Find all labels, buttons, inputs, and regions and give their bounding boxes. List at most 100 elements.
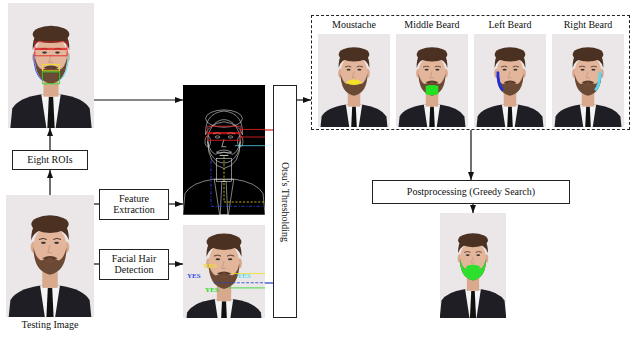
leader-line (229, 287, 265, 288)
nose (352, 72, 356, 78)
face-photo (318, 34, 390, 127)
brow (345, 66, 363, 68)
brow (423, 66, 441, 68)
suit (10, 95, 92, 128)
dashed-group: Moustache Middle Beard Left Beard Right Bea… (311, 15, 630, 130)
eye (55, 52, 60, 54)
image-caption: Middle Beard (396, 19, 468, 30)
flow-connector (49, 170, 50, 195)
moustache (216, 150, 231, 153)
flow-connector (297, 99, 311, 100)
roi-box (208, 126, 241, 133)
eye (347, 69, 351, 71)
hair (495, 48, 526, 68)
image-caption: Right Beard (552, 19, 624, 30)
process-box: Eight ROIs (12, 150, 88, 170)
brow (39, 238, 61, 239)
tie (47, 97, 55, 128)
moustache-mask (466, 265, 480, 270)
beard (34, 247, 67, 275)
roi-box (42, 64, 59, 70)
feature-map (183, 85, 265, 215)
flow-connector (49, 128, 50, 150)
photo-ground (8, 3, 94, 128)
detection-flag: YES (187, 273, 209, 281)
image-caption: Left Beard (474, 19, 546, 30)
beard (460, 259, 486, 281)
eye (42, 52, 47, 54)
leader-line (240, 129, 265, 137)
shirt (502, 105, 518, 127)
hair (339, 48, 370, 68)
beard-mask (460, 259, 486, 281)
hair (573, 48, 604, 68)
photo-ground (6, 195, 94, 317)
hair (206, 110, 243, 127)
eye (228, 136, 233, 138)
roi-box (208, 134, 241, 141)
moustache (42, 256, 57, 259)
suit (398, 105, 466, 127)
beard-mask (497, 72, 504, 92)
eye (503, 69, 507, 71)
flow-connector (169, 263, 183, 264)
roi-outline (42, 72, 59, 84)
nose (508, 72, 512, 78)
box-label: Feature Extraction (104, 193, 164, 216)
hair (417, 48, 448, 68)
eye (476, 254, 480, 256)
leader-line (214, 282, 265, 283)
suit (320, 105, 388, 127)
process-box: Feature Extraction (99, 189, 169, 220)
beard-mask (594, 72, 601, 92)
face-photo (396, 34, 468, 127)
process-box: Otsu's Thresholding (273, 85, 297, 318)
image-caption: Testing Image (6, 319, 94, 330)
shirt (465, 289, 481, 318)
tie (507, 107, 513, 127)
face-photo (6, 195, 94, 317)
mouth (46, 261, 55, 262)
flow-connector (472, 204, 473, 213)
detection-flag: YES (237, 273, 259, 281)
mouth (220, 276, 228, 277)
tie (220, 181, 228, 215)
detection-flag: YES (203, 263, 225, 271)
suit (554, 105, 622, 127)
face-photo (183, 225, 265, 318)
nose (222, 261, 226, 268)
face-photo (440, 213, 506, 318)
process-box: Postprocessing (Greedy Search) (372, 180, 570, 204)
moustache (43, 66, 58, 69)
nose (430, 72, 434, 78)
brow (214, 255, 235, 256)
moustache (504, 81, 517, 84)
flow-connector (265, 129, 273, 130)
suit (8, 286, 92, 317)
leader-line (224, 157, 265, 203)
roi-box (35, 49, 67, 55)
eye (41, 242, 46, 244)
shirt (40, 286, 60, 317)
box-label: Postprocessing (Greedy Search) (407, 186, 535, 198)
roi-box (35, 42, 67, 48)
roi-photo (8, 3, 94, 128)
leader-line (235, 145, 265, 146)
hair (31, 216, 69, 240)
nose (586, 72, 590, 78)
result-photo (440, 213, 506, 318)
beard (419, 73, 446, 96)
segment-photo: Right Beard (552, 19, 624, 127)
roi-outline (60, 55, 69, 81)
segment-photo: Moustache (318, 19, 390, 127)
brow (464, 251, 482, 253)
tie (220, 301, 227, 318)
moustache-mask (347, 80, 361, 85)
segment-photo: Middle Beard (396, 19, 468, 127)
tie (585, 107, 591, 127)
box-label: Eight ROIs (27, 154, 72, 166)
nose (48, 245, 52, 253)
face-photo (474, 34, 546, 127)
photo-ground (440, 213, 506, 318)
